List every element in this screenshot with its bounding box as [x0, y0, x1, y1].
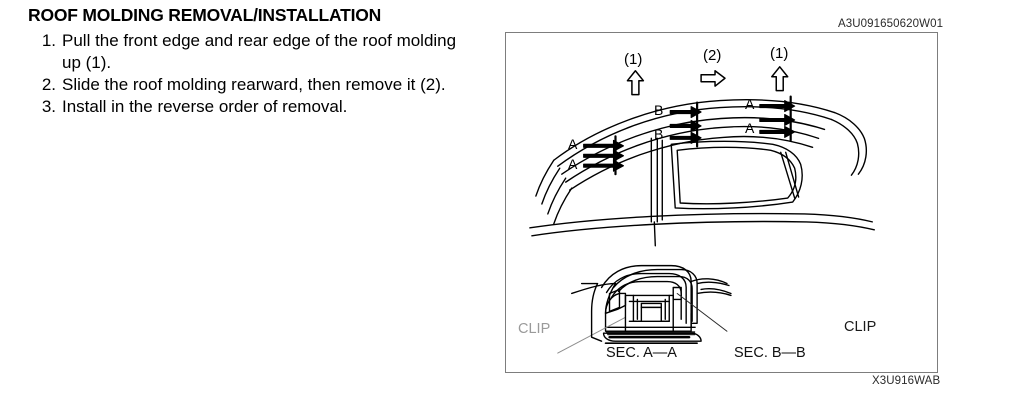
section-mark-a-2: A: [568, 156, 578, 172]
list-item: 2. Slide the roof molding rearward, then…: [36, 74, 476, 96]
instructions-panel: ROOF MOLDING REMOVAL/INSTALLATION 1. Pul…: [0, 0, 495, 403]
right-arrow-icon: [700, 70, 726, 87]
figure-code-top: A3U091650620W01: [838, 18, 944, 30]
figure-code-bottom: X3U916WAB: [872, 375, 941, 387]
section-mark-a-4: A: [745, 120, 755, 136]
step-number: 2.: [41, 75, 56, 94]
section-mark-b-1: B: [654, 102, 664, 118]
clip-label-right: CLIP: [844, 319, 877, 335]
step-text: Pull the front edge and rear edge of the…: [62, 31, 457, 72]
step-text: Slide the roof molding rearward, then re…: [62, 75, 446, 94]
up-arrow-icon: [771, 66, 789, 92]
technical-drawing: [529, 66, 875, 354]
step-text: Install in the reverse order of removal.: [62, 97, 348, 116]
section-caption-aa: SEC. A—A: [606, 345, 677, 361]
section-mark-a-3: A: [745, 96, 755, 112]
up-arrow-icon: [626, 70, 645, 96]
step-number: 1.: [41, 31, 56, 50]
section-caption-bb: SEC. B—B: [734, 345, 806, 361]
callout-label-2: (2): [703, 47, 722, 64]
list-item: 3. Install in the reverse order of remov…: [36, 96, 476, 118]
page-title: ROOF MOLDING REMOVAL/INSTALLATION: [28, 5, 382, 25]
section-bb-drawing: [580, 264, 732, 344]
section-mark-b-2: B: [654, 126, 664, 142]
step-number: 3.: [41, 97, 56, 116]
step-list: 1. Pull the front edge and rear edge of …: [36, 30, 476, 118]
clip-label-left: CLIP: [518, 321, 551, 337]
callout-label-3: (1): [770, 45, 789, 62]
list-item: 1. Pull the front edge and rear edge of …: [36, 30, 476, 74]
callout-label-1: (1): [624, 51, 643, 68]
illustration-frame: (1) (2) (1) A A B B A A CLIP CLIP SEC. A…: [505, 32, 938, 373]
section-mark-a-1: A: [568, 136, 578, 152]
